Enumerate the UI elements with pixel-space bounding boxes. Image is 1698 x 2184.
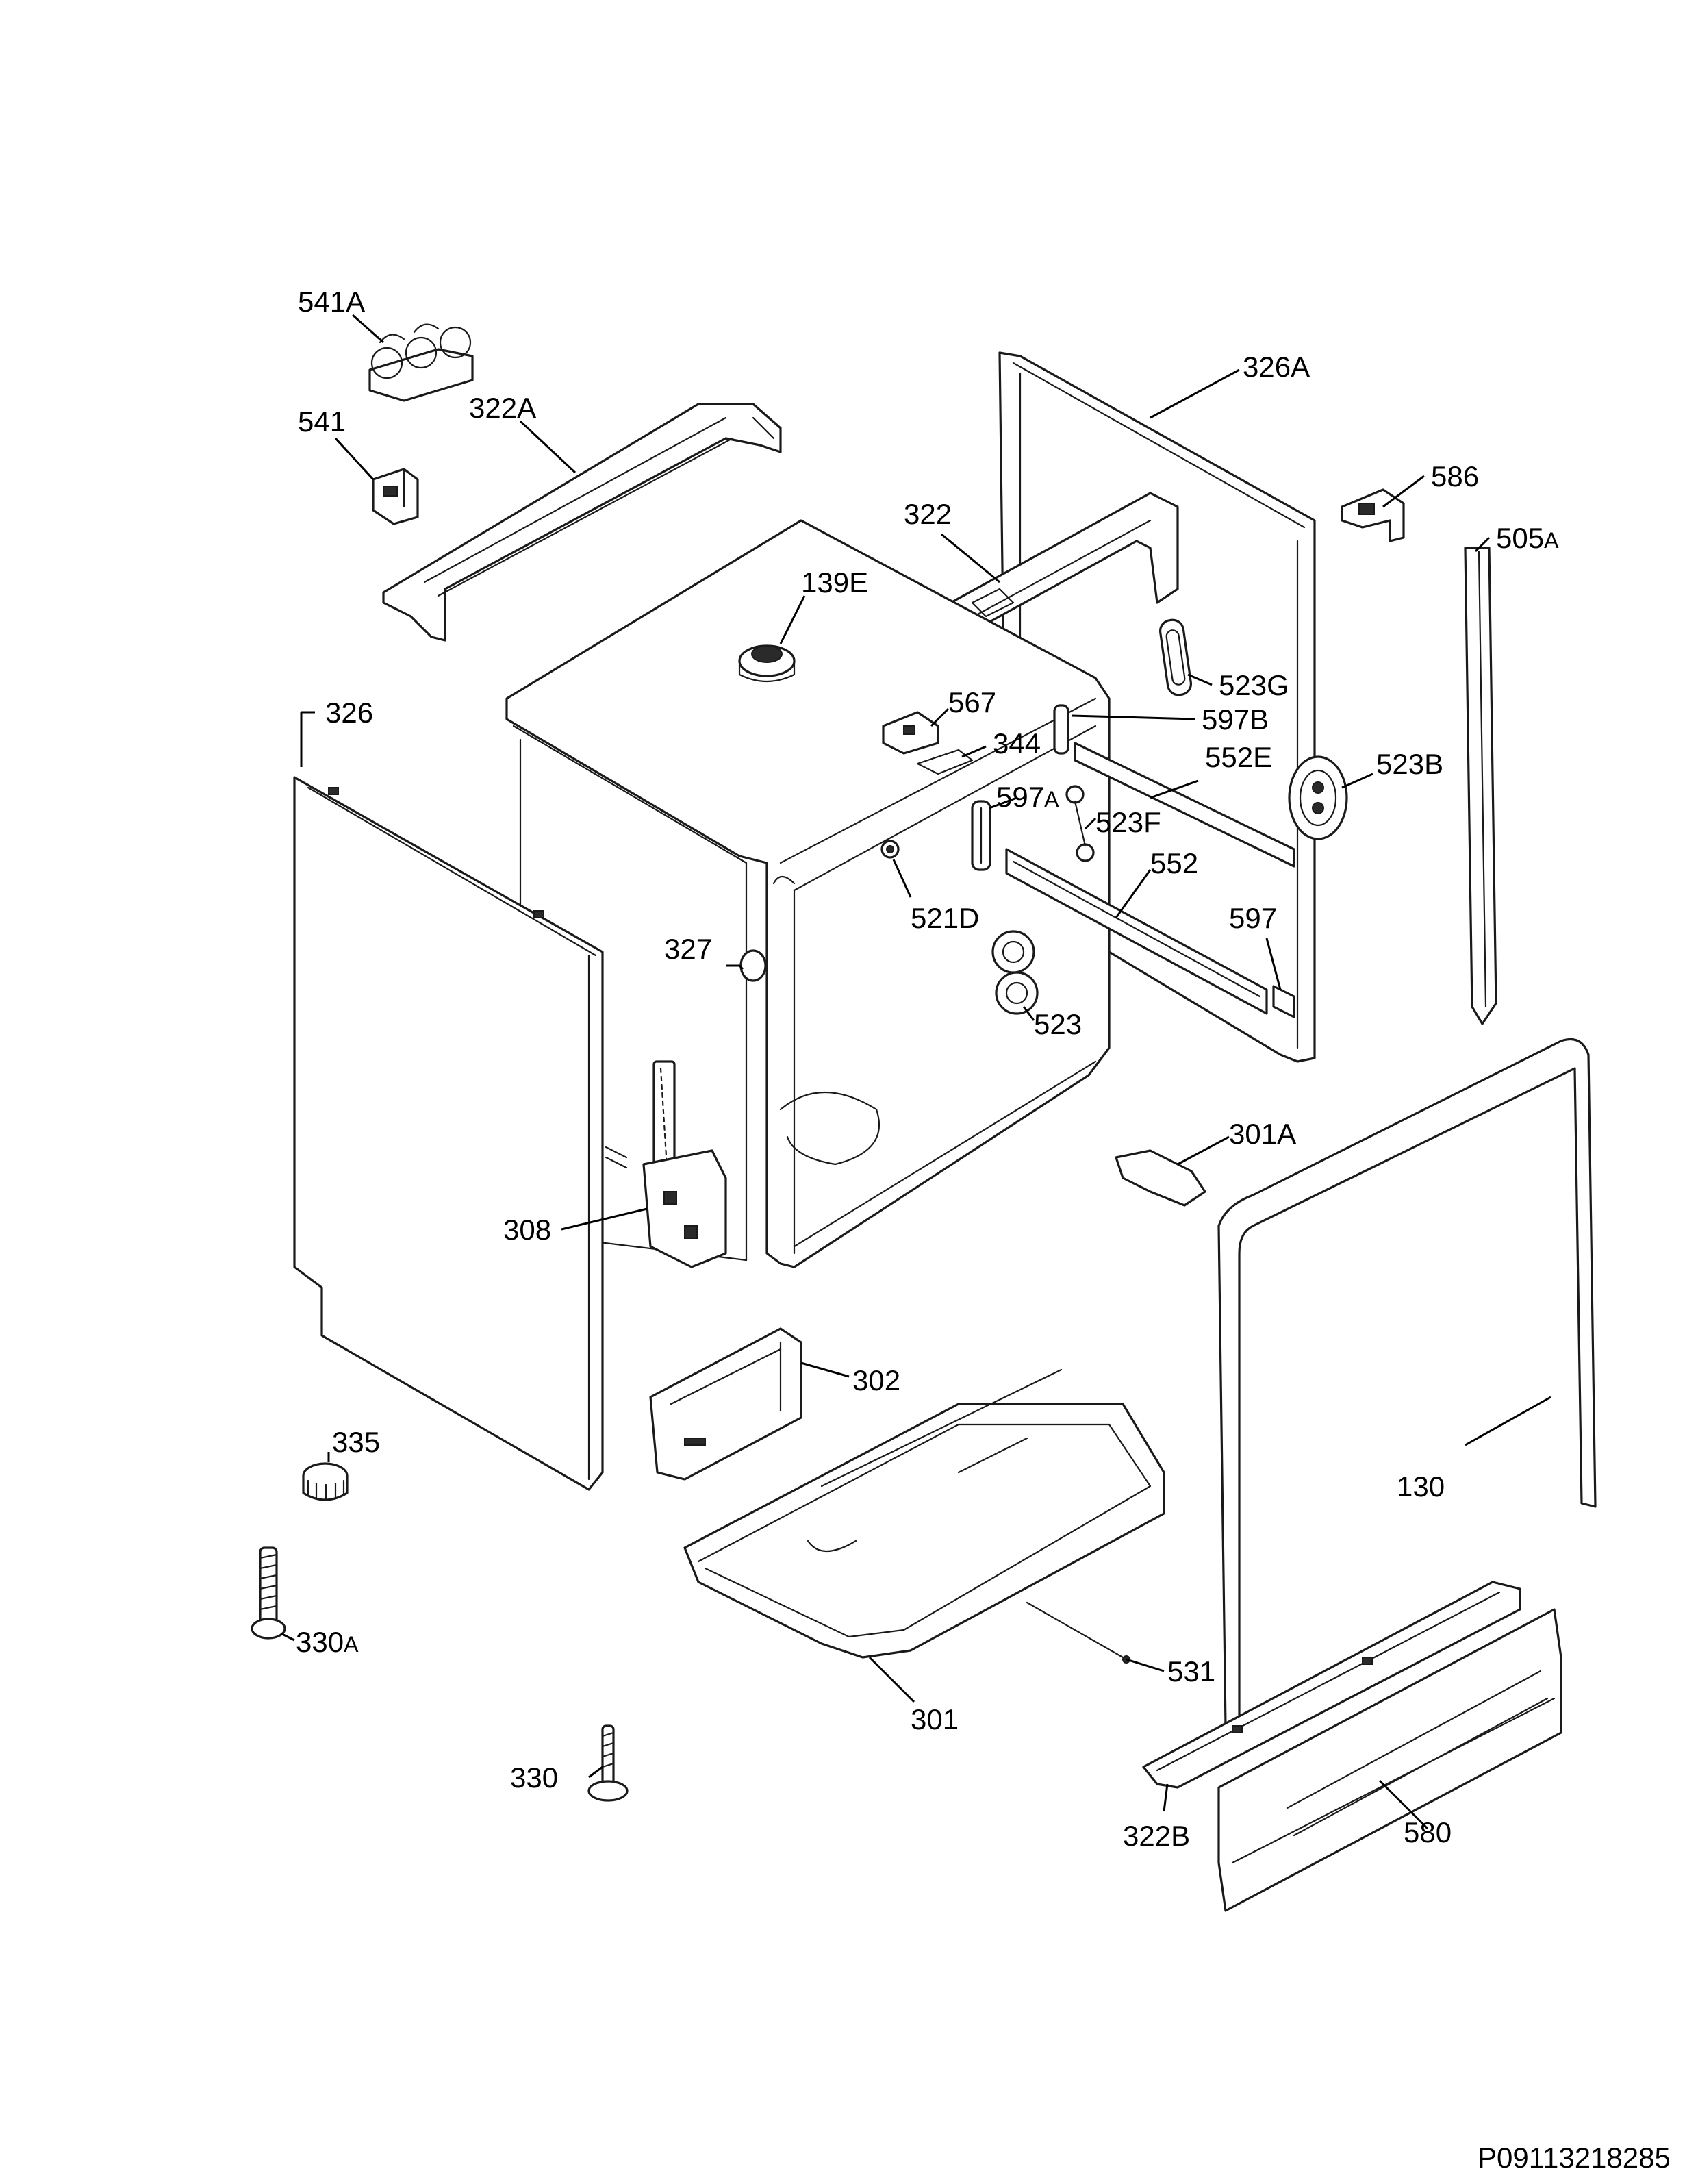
part-330-screw	[587, 1724, 629, 1802]
callout-139E: 139E	[801, 566, 868, 599]
part-523B-seal	[1288, 755, 1348, 840]
part-505A-seal-strip	[1464, 547, 1497, 1025]
part-597B-hinge	[1053, 704, 1069, 755]
callout-330A: 330A	[296, 1626, 359, 1658]
callout-326: 326	[325, 696, 373, 729]
part-531-pin	[1026, 1601, 1130, 1664]
part-327-plug	[739, 949, 767, 982]
callout-597: 597	[1229, 902, 1277, 934]
part-301-base	[683, 1368, 1165, 1659]
part-523F-link	[1065, 785, 1095, 862]
callout-552: 552	[1150, 847, 1198, 879]
callout-326A: 326A	[1243, 351, 1310, 383]
part-523-fitting	[991, 930, 1039, 1015]
callout-301A: 301A	[1229, 1118, 1296, 1150]
part-580-kick-panel	[1217, 1608, 1562, 1912]
callout-521D: 521D	[911, 902, 979, 934]
callout-327: 327	[664, 933, 712, 965]
part-521D-nozzle	[880, 840, 900, 859]
part-301A-bracket	[1115, 1149, 1206, 1207]
callout-531: 531	[1167, 1655, 1215, 1687]
leader-lines	[280, 314, 1551, 1830]
part-541-clip	[372, 468, 419, 525]
callout-523F: 523F	[1095, 806, 1161, 838]
part-302-bracket	[649, 1327, 802, 1481]
part-523G-seal	[1158, 618, 1193, 696]
part-552-rail	[1005, 848, 1268, 1015]
callout-322A: 322A	[469, 392, 536, 424]
part-552E-rail	[1074, 742, 1295, 868]
document-code: P09113218285	[1478, 2142, 1671, 2174]
callout-523: 523	[1034, 1008, 1082, 1040]
callout-labels: 541A 541 322A 326A 586 505A 322 139E 523…	[296, 286, 1559, 1852]
callout-597A: 597A	[996, 781, 1059, 813]
callout-322: 322	[904, 498, 952, 530]
callout-597B: 597B	[1202, 703, 1269, 736]
part-139E-vent	[738, 644, 796, 683]
part-335-foot-cap	[302, 1462, 349, 1501]
callout-330: 330	[510, 1761, 558, 1794]
callout-523B: 523B	[1376, 748, 1443, 780]
part-322B-rail	[1142, 1581, 1521, 1789]
part-597-hinge	[1272, 985, 1295, 1018]
part-567-bracket	[882, 711, 939, 755]
part-344-clip	[916, 749, 974, 775]
callout-567: 567	[948, 686, 996, 718]
callout-302: 302	[852, 1364, 900, 1396]
callout-541: 541	[298, 405, 346, 438]
callout-541A: 541A	[298, 286, 365, 318]
part-330A-screw	[251, 1546, 286, 1640]
callout-335: 335	[332, 1426, 380, 1458]
callout-586: 586	[1431, 460, 1479, 492]
callout-322B: 322B	[1123, 1820, 1190, 1852]
part-130-door-seal	[1217, 1038, 1597, 1727]
callout-580: 580	[1404, 1816, 1452, 1848]
callout-344: 344	[993, 727, 1041, 760]
callout-130: 130	[1397, 1470, 1445, 1503]
part-597A-hinge	[971, 800, 991, 871]
callout-301: 301	[911, 1703, 959, 1735]
part-322A-top-rail	[382, 403, 782, 642]
callout-308: 308	[503, 1214, 551, 1246]
part-308-hinge	[605, 1060, 727, 1268]
callout-552E: 552E	[1205, 741, 1272, 773]
part-541A-hose-clip	[368, 323, 474, 402]
callout-505A: 505A	[1496, 522, 1559, 554]
callout-523G: 523G	[1219, 669, 1289, 701]
part-326-side-panel	[293, 776, 604, 1491]
